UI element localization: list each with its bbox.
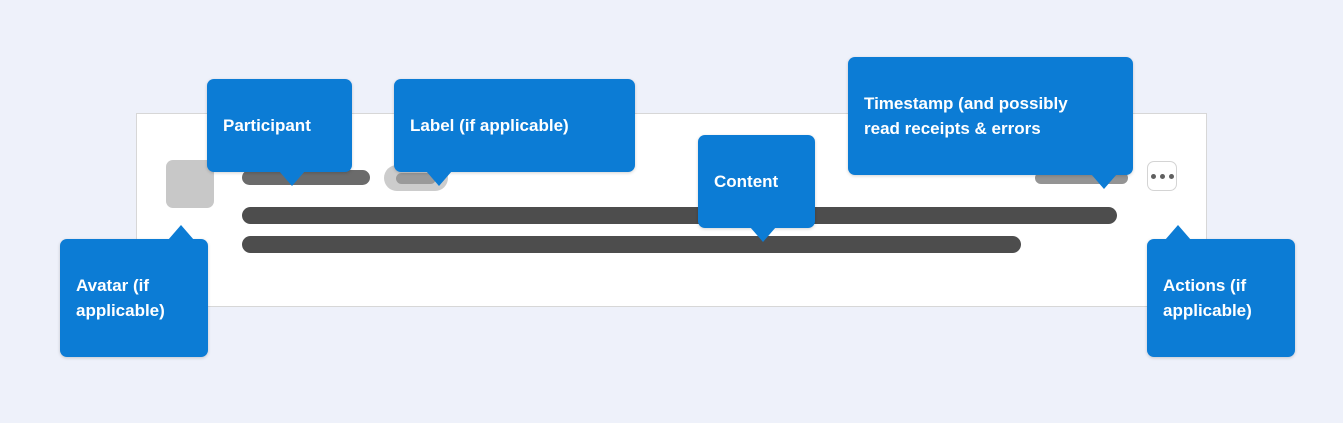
callout-timestamp: Timestamp (and possibly read receipts & … bbox=[848, 57, 1133, 189]
content-line-placeholder-2 bbox=[242, 236, 1021, 253]
content-line-placeholder-1 bbox=[242, 207, 1117, 224]
callout-participant: Participant bbox=[207, 79, 352, 186]
callout-tail-up-icon bbox=[168, 225, 194, 240]
callout-content: Content bbox=[698, 135, 815, 242]
callout-content-label: Content bbox=[714, 172, 779, 191]
callout-actions-label: Actions (if applicable) bbox=[1163, 276, 1252, 320]
callout-tail-down-icon bbox=[426, 171, 452, 186]
callout-label: Label (if applicable) bbox=[394, 79, 635, 186]
callout-label-label: Label (if applicable) bbox=[410, 116, 569, 135]
ellipsis-icon-dot-1 bbox=[1150, 173, 1156, 179]
callout-tail-down-icon bbox=[279, 171, 305, 186]
ellipsis-icon-dot-2 bbox=[1159, 173, 1165, 179]
callout-tail-down-icon bbox=[750, 227, 776, 242]
callout-participant-label: Participant bbox=[223, 116, 311, 135]
participant-name-placeholder bbox=[242, 170, 370, 185]
label-badge-inner-placeholder bbox=[396, 173, 436, 184]
callout-tail-down-icon bbox=[1091, 174, 1117, 189]
actions-overflow-button[interactable] bbox=[1147, 161, 1177, 191]
callout-actions: Actions (if applicable) bbox=[1147, 225, 1295, 357]
callout-avatar: Avatar (if applicable) bbox=[60, 225, 208, 357]
callout-tail-up-icon bbox=[1165, 225, 1191, 240]
avatar bbox=[166, 160, 214, 208]
ellipsis-icon-dot-3 bbox=[1168, 173, 1174, 179]
callout-avatar-label: Avatar (if applicable) bbox=[76, 276, 165, 320]
callout-timestamp-label: Timestamp (and possibly read receipts & … bbox=[864, 94, 1068, 138]
